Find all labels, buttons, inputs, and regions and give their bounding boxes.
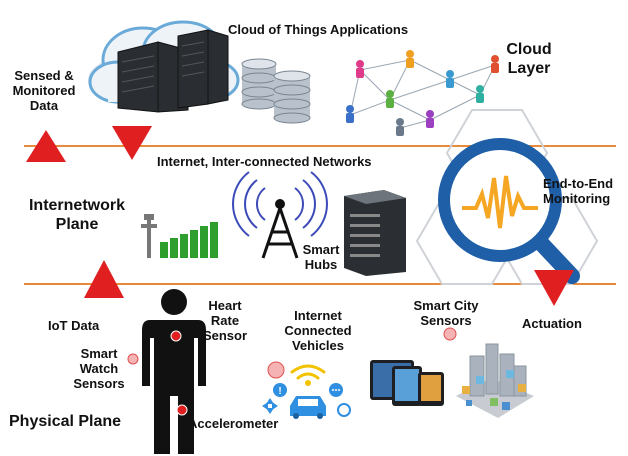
- accelerometer-label: Accelerometer: [188, 416, 279, 431]
- smart-devices-icon: [370, 360, 444, 406]
- actuation-label: Actuation: [522, 316, 582, 331]
- end-to-end-label: End-to-End Monitoring: [543, 176, 614, 206]
- up-arrow-icon: [84, 260, 124, 298]
- down-arrow-icon: [112, 126, 152, 160]
- physical-layer-divider: [24, 283, 616, 285]
- smart-hubs-label: Smart Hubs: [302, 242, 340, 272]
- up-arrow-icon: [26, 130, 66, 162]
- connected-car-icon: !: [262, 361, 351, 419]
- sensor-dot-icon: [127, 353, 139, 365]
- cloud-layer-divider: [24, 145, 616, 147]
- database-icon: [241, 58, 311, 124]
- cloud-apps-title: Cloud of Things Applications: [228, 22, 409, 37]
- cloud-servers-icon: [88, 20, 240, 113]
- internet-vehicles-label: Internet Connected Vehicles: [284, 308, 352, 353]
- down-arrow-icon: [534, 270, 574, 306]
- internetwork-plane-label: Internetwork Plane: [28, 197, 125, 233]
- physical-plane-label: Physical Plane: [9, 413, 122, 430]
- hub-rack-icon: [344, 190, 406, 276]
- cloud-layer-label: Cloud Layer: [506, 41, 552, 77]
- human-body-icon: [142, 289, 206, 454]
- smart-city-label: Smart City Sensors: [413, 298, 479, 328]
- sensed-monitored-label: Sensed & Monitored Data: [12, 68, 76, 113]
- smart-watch-label: Smart Watch Sensors: [73, 346, 125, 391]
- magnifier-icon: [438, 138, 580, 284]
- radio-tower-icon: [232, 171, 328, 259]
- internet-networks-label: Internet, Inter-connected Networks: [157, 154, 372, 169]
- signal-bars-icon: [141, 214, 218, 258]
- svg-text:!: !: [278, 386, 281, 397]
- heart-rate-label: Heart Rate Sensor: [202, 298, 248, 343]
- people-network-icon: [346, 50, 499, 136]
- iot-data-label: IoT Data: [48, 318, 100, 333]
- smart-city-icon: [443, 327, 534, 418]
